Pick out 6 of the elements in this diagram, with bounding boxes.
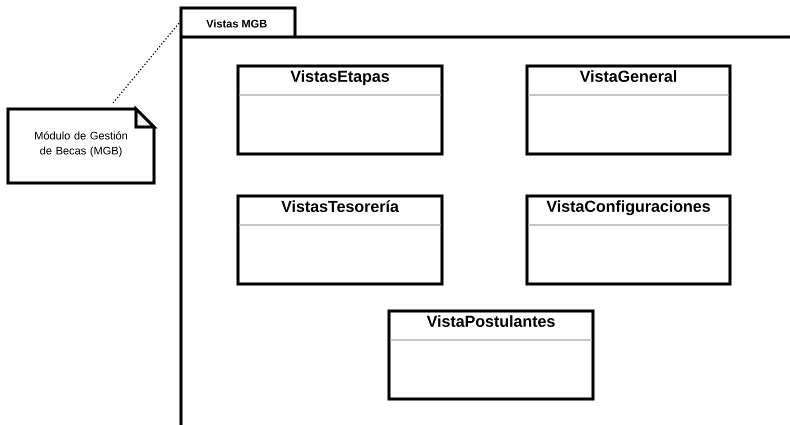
class-box: VistasTesorería: [236, 194, 444, 286]
class-box: VistaPostulantes: [388, 310, 594, 400]
class-box: VistaConfiguraciones: [526, 194, 732, 286]
leader-line: [112, 22, 180, 104]
class-box: VistasEtapas: [236, 64, 444, 156]
class-box: VistaGeneral: [526, 64, 732, 156]
